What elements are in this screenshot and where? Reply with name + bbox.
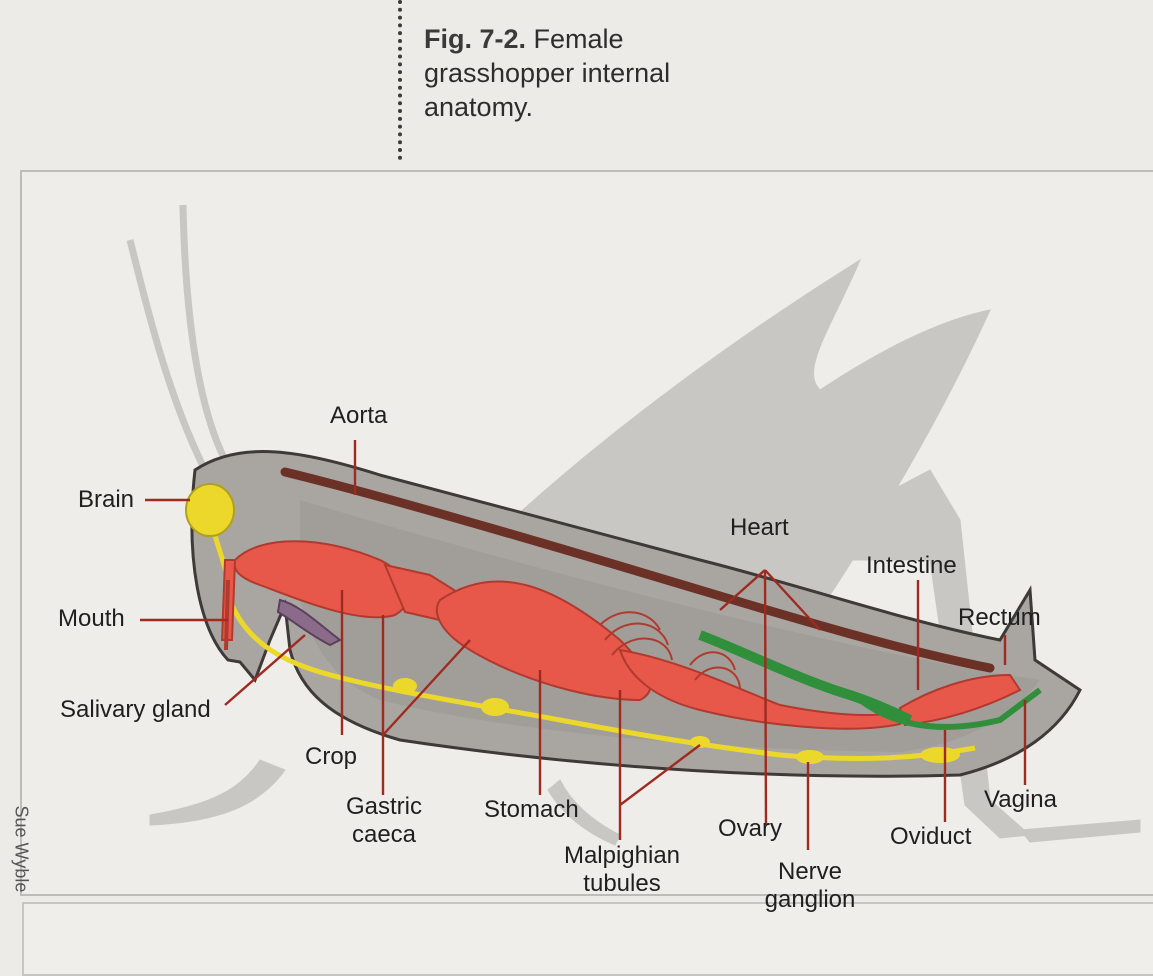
illustrator-credit: Sue Wyble	[11, 806, 32, 896]
label-gastric-line1: Gastric	[338, 793, 430, 821]
label-brain: Brain	[78, 486, 134, 514]
label-stomach: Stomach	[484, 796, 579, 824]
label-gastric-caeca: Gastric caeca	[338, 793, 430, 849]
label-intestine: Intestine	[866, 552, 957, 580]
label-malpighian-line1: Malpighian	[552, 842, 692, 870]
label-rectum: Rectum	[958, 604, 1041, 632]
nerve-ganglion-4	[796, 750, 824, 764]
mouth-part	[226, 580, 228, 650]
label-mouth: Mouth	[58, 605, 125, 633]
nerve-ganglion-2	[481, 698, 509, 716]
antenna-right	[183, 205, 225, 460]
label-vagina: Vagina	[984, 786, 1057, 814]
label-crop: Crop	[305, 743, 357, 771]
label-nerve-ganglion: Nerve ganglion	[755, 858, 865, 914]
label-nerve-line1: Nerve	[755, 858, 865, 886]
label-gastric-line2: caeca	[338, 821, 430, 849]
label-oviduct: Oviduct	[890, 823, 971, 851]
hind-foot-shadow	[1020, 820, 1140, 842]
label-aorta: Aorta	[330, 402, 387, 430]
label-salivary-gland: Salivary gland	[60, 696, 211, 724]
label-malpighian-tubules: Malpighian tubules	[552, 842, 692, 898]
front-leg-shadow	[150, 760, 285, 825]
nerve-ganglion-5	[920, 747, 960, 763]
label-ovary: Ovary	[718, 815, 782, 843]
label-nerve-line2: ganglion	[755, 886, 865, 914]
label-heart: Heart	[730, 514, 789, 542]
brain	[186, 484, 234, 536]
nerve-ganglion-1	[393, 678, 417, 694]
label-malpighian-line2: tubules	[552, 870, 692, 898]
